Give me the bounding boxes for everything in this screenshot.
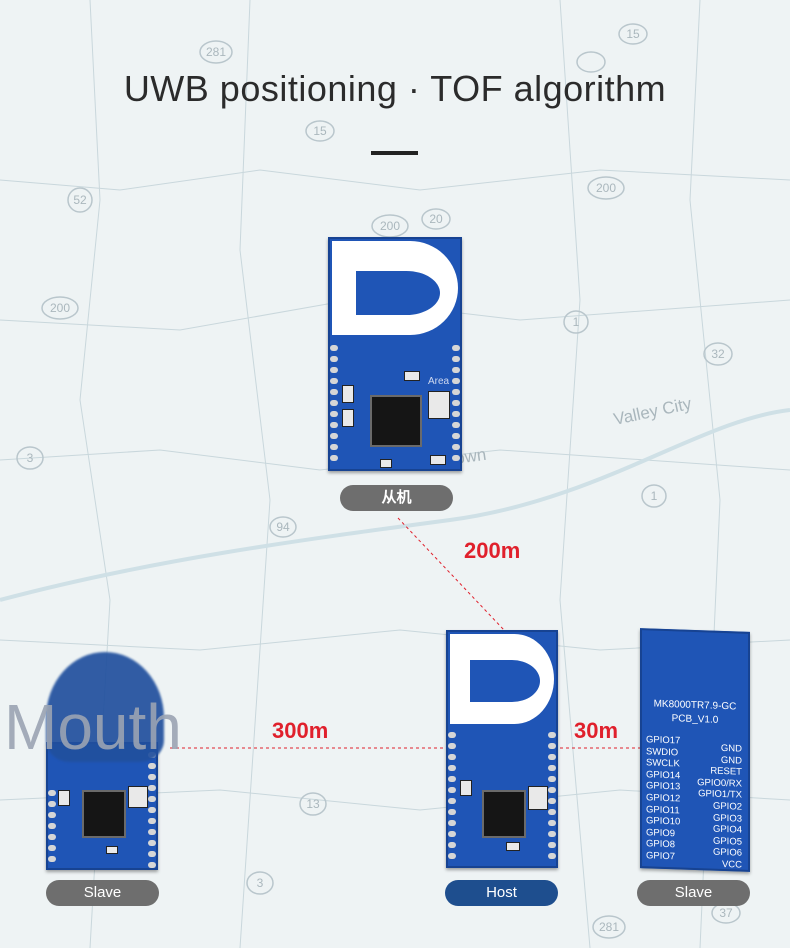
title-underline [371, 151, 418, 155]
antenna-trace [332, 241, 458, 335]
map-route-label: 200 [380, 219, 400, 233]
pin-labels-left: GPIO17 SWDIO SWCLK GPIO14 GPIO13 GPIO12 … [646, 734, 681, 863]
host-module-label: Host [445, 880, 558, 906]
map-route-label: 15 [626, 27, 640, 41]
page-title: UWB positioning · TOF algorithm [123, 68, 667, 109]
map-route-label: 13 [306, 797, 320, 811]
map-route-label: 52 [73, 193, 87, 207]
uwb-chip [370, 395, 422, 447]
right-module-board: MK8000TR7.9-GC PCB_V1.0 GPIO17 SWDIO SWC… [640, 628, 750, 872]
distance-label-30m: 30m [574, 718, 619, 743]
uwb-chip [82, 790, 126, 838]
map-town-label: own [454, 445, 488, 468]
top-module-label: 从机 [340, 485, 453, 511]
hand-drawn-overlay [46, 652, 164, 762]
distance-label-300m: 300m [272, 718, 329, 743]
board-area-text: Area [428, 376, 450, 387]
map-route-label: 37 [719, 906, 733, 920]
overlay-text: Mouth [4, 691, 182, 763]
distance-label-200m: 200m [464, 538, 521, 563]
top-module-board: Area [328, 237, 462, 471]
map-route-label: 1 [573, 315, 580, 329]
board-pcb-text: PCB_V1.0 [671, 713, 719, 726]
map-route-label: 281 [206, 45, 226, 59]
map-route-label: 32 [711, 347, 725, 361]
map-route-label: 200 [50, 301, 70, 315]
map-route-label: 200 [596, 181, 616, 195]
uwb-chip [482, 790, 526, 838]
map-route-label: 3 [257, 876, 264, 890]
map-route-label: 20 [429, 212, 443, 226]
map-route-label: 94 [276, 520, 290, 534]
pin-labels-right: GND GND RESET GPIO0/RX GPIO1/TX GPIO2 GP… [697, 742, 742, 871]
board-model-text: MK8000TR7.9-GC [653, 698, 737, 713]
map-route-label: 3 [27, 451, 34, 465]
map-route-label: 281 [599, 920, 619, 934]
host-module-board [446, 630, 558, 868]
antenna-trace [450, 634, 554, 724]
left-module-label: Slave [46, 880, 159, 906]
map-route-label: 15 [313, 124, 327, 138]
map-route-label: 1 [651, 489, 658, 503]
right-module-label: Slave [637, 880, 750, 906]
